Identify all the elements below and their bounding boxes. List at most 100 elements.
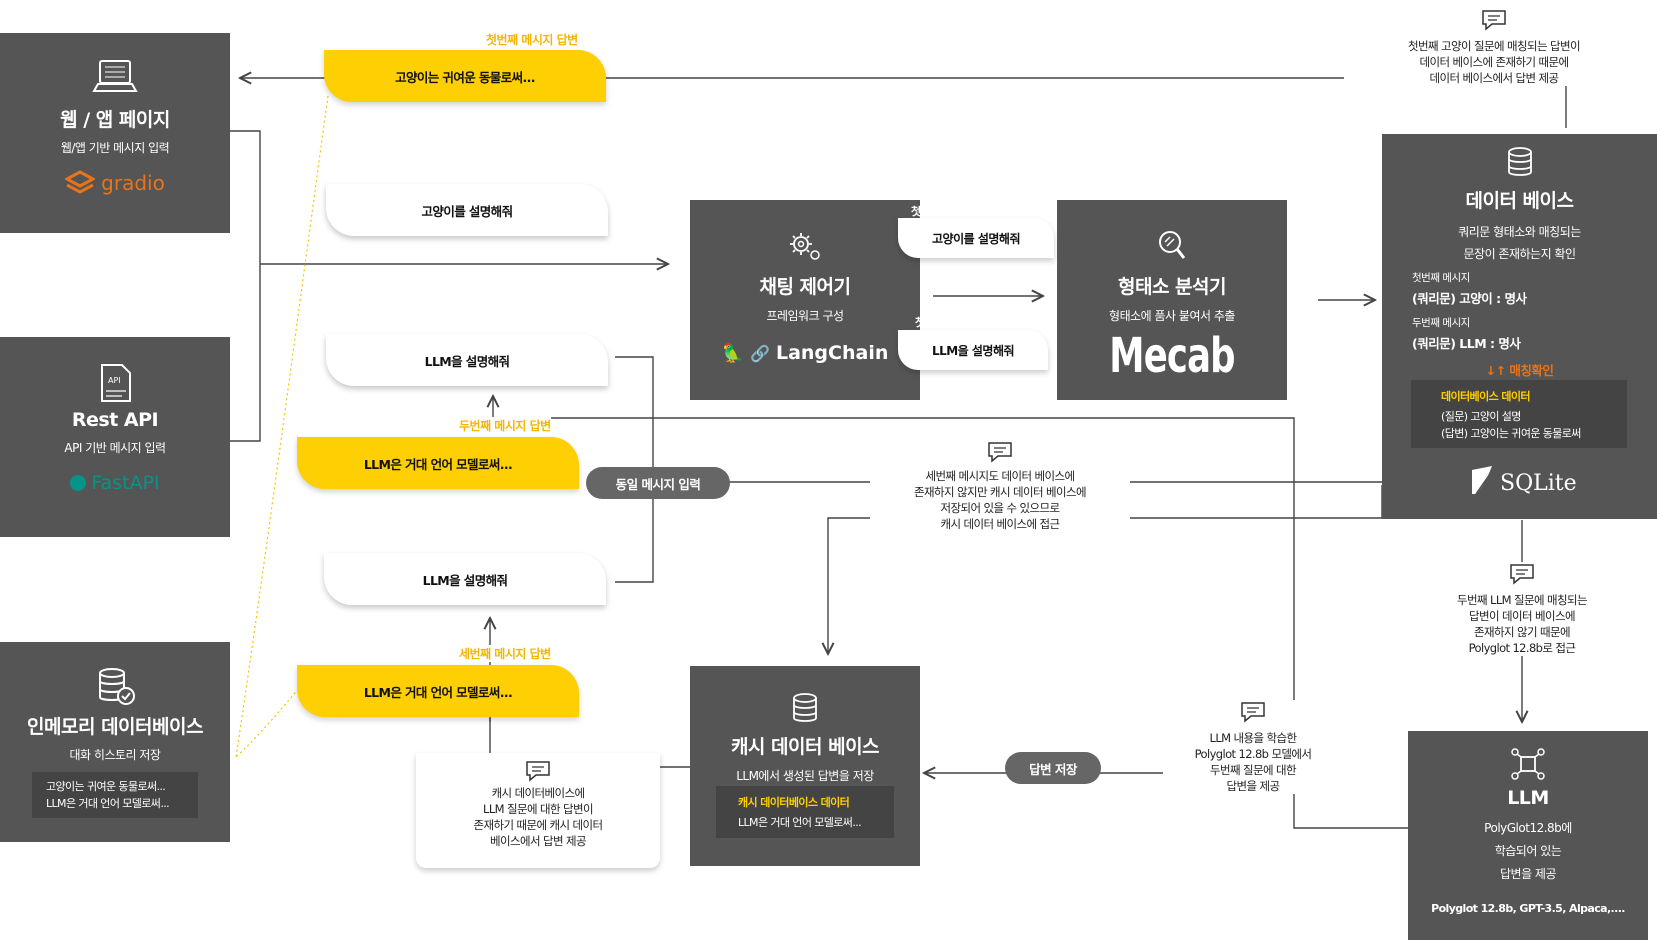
note-1-line-1: 첫번째 고양이 질문에 매칭되는 답변이 [1408, 39, 1581, 53]
db-inner-line-1: (질문) 고양이 설명 [1441, 410, 1521, 423]
note-1-line-2: 데이터 베이스에 존재하기 때문에 [1419, 55, 1569, 69]
web-app-box: 웹 / 앱 페이지 웹/앱 기반 메시지 입력 gradio [0, 33, 230, 233]
llm-sub-2: 학습되어 있는 [1494, 844, 1562, 858]
langchain-logo: 🦜 🔗 LangChain [690, 342, 920, 364]
laptop-icon [92, 60, 138, 92]
morph-title: 형태소 분석기 [1118, 276, 1227, 298]
pill-llm-question-2: LLM을 설명해줘 [324, 553, 606, 605]
llm-title: LLM [1507, 787, 1549, 809]
chat-bubble-icon [1241, 702, 1265, 723]
database-icon [793, 693, 817, 722]
chat-bubble-icon [1510, 564, 1534, 585]
chat-bubble-icon [526, 761, 550, 782]
db-msg2-label: 두번째 메시지 [1412, 317, 1470, 329]
note-2-line-3: 저장되어 있을 수 있으므로 [940, 501, 1061, 515]
gradio-label: gradio [101, 171, 165, 195]
chat-controller-box: 채팅 제어기 프레임워크 구성 🦜 🔗 LangChain [690, 200, 920, 400]
db-query-1: (쿼리문) 고양이 : 명사 [1412, 291, 1527, 306]
llm-sub-3: 답변을 제공 [1499, 867, 1557, 881]
chat-controller-title: 채팅 제어기 [759, 276, 851, 298]
cache-inner-line: LLM은 거대 언어 모델로써... [738, 816, 862, 829]
note-5-line-4: 베이스에서 답변 제공 [490, 834, 587, 848]
llm-models: Polyglot 12.8b, GPT-3.5, Alpaca,.... [1431, 902, 1625, 915]
note-llm-answer: LLM 내용을 학습한 Polyglot 12.8b 모델에서 두번째 질문에 … [1163, 700, 1343, 794]
database-box: 데이터 베이스 쿼리문 형태소와 매칭되는 문장이 존재하는지 확인 첫번째 메… [1382, 134, 1657, 519]
pill-llm-question-1: LLM을 설명해줘 [326, 334, 608, 386]
morph-analyzer-box: 형태소 분석기 형태소에 품사 붙여서 추출 Mecab [1057, 200, 1287, 400]
llm-box: LLM PolyGlot12.8b에 학습되어 있는 답변을 제공 Polygl… [1408, 731, 1648, 940]
label-second-answer: 두번째 메시지 답변 [459, 417, 551, 434]
note-cache-access: 세번째 메시지도 데이터 베이스에 존재하지 않지만 캐시 데이터 베이스에 저… [870, 440, 1130, 532]
rest-api-title: Rest API [71, 409, 159, 431]
chat-bubble-icon [988, 442, 1012, 463]
note-1-line-3: 데이터 베이스에서 답변 제공 [1429, 71, 1560, 85]
note-llm-access: 두번째 LLM 질문에 매칭되는 답변이 데이터 베이스에 존재하지 않기 때문… [1400, 562, 1644, 656]
gradio-logo: gradio [0, 170, 230, 196]
note-5-line-1: 캐시 데이터베이스에 [491, 786, 585, 800]
note-5-line-3: 존재하기 때문에 캐시 데이터 [473, 818, 604, 832]
line-input [230, 130, 261, 442]
db-inner-line-2: (답변) 고양이는 귀여운 동물로써 [1441, 427, 1581, 440]
pill-llm-answer-1: LLM은 거대 언어 모델로써... [297, 437, 579, 489]
note-2-line-2: 존재하지 않지만 캐시 데이터 베이스에 [914, 485, 1087, 499]
note-3-line-1: 두번째 LLM 질문에 매칭되는 [1457, 593, 1588, 607]
document-icon: API [101, 364, 131, 402]
inmemory-line-2: LLM은 거대 언어 모델로써... [46, 797, 170, 810]
database-title: 데이터 베이스 [1465, 190, 1575, 212]
inmemory-title: 인메모리 데이터베이스 [27, 716, 203, 738]
note-5-line-2: LLM 질문에 대한 답변이 [483, 802, 594, 816]
note-3-line-4: Polyglot 12.8b로 접근 [1468, 641, 1576, 655]
same-message-pill: 동일 메시지 입력 [586, 467, 730, 499]
database-icon [1507, 147, 1532, 176]
chat-tab-cat: 고양이를 설명해줘 [898, 218, 1054, 258]
mecab-logo: Mecab [1109, 328, 1235, 384]
cache-db-box: 캐시 데이터 베이스 LLM에서 생성된 답변을 저장 캐시 데이터베이스 데이… [690, 666, 920, 866]
db-inner-title: 데이터베이스 데이터 [1441, 390, 1531, 403]
feather-icon [1472, 466, 1495, 495]
chain-icon: 🔗 [750, 343, 770, 363]
cache-sub: LLM에서 생성된 답변을 저장 [736, 769, 874, 783]
inmemory-data: 고양이는 귀여운 동물로써... LLM은 거대 언어 모델로써... [32, 772, 198, 818]
note-3-line-3: 존재하지 않기 때문에 [1474, 625, 1571, 639]
db-match-label: ↓↑ 매칭확인 [1485, 363, 1554, 378]
cache-inner-data: 캐시 데이터베이스 데이터 LLM은 거대 언어 모델로써... [716, 786, 894, 838]
line-llm-return [493, 396, 1408, 829]
note-4-line-4: 답변을 제공 [1226, 779, 1281, 793]
morph-sub: 형태소에 품사 붙여서 추출 [1109, 309, 1235, 323]
inmemory-line-1: 고양이는 귀여운 동물로써... [46, 780, 166, 793]
pill-llm-answer-2: LLM은 거대 언어 모델로써... [297, 665, 579, 717]
dotted-line-2 [235, 684, 303, 758]
gradio-icon [65, 170, 96, 194]
database-check-icon [99, 668, 135, 705]
inmemory-sub: 대화 히스토리 저장 [69, 748, 161, 762]
cache-title: 캐시 데이터 베이스 [730, 736, 880, 758]
note-4-line-2: Polyglot 12.8b 모델에서 [1194, 747, 1312, 761]
rest-api-box: API Rest API API 기반 메시지 입력 FastAPI [0, 337, 230, 537]
note-2-line-4: 캐시 데이터 베이스에 접근 [940, 517, 1061, 531]
fastapi-label: FastAPI [91, 472, 160, 494]
web-app-sub: 웹/앱 기반 메시지 입력 [60, 141, 170, 155]
pill-cat-question: 고양이를 설명해줘 [326, 184, 608, 236]
web-app-title: 웹 / 앱 페이지 [60, 109, 170, 131]
note-first-answer: 첫번째 고양이 질문에 매칭되는 답변이 데이터 베이스에 존재하기 때문에 데… [1344, 8, 1644, 86]
db-msg1-label: 첫번째 메시지 [1412, 272, 1470, 284]
parrot-icon: 🦜 [721, 342, 745, 364]
database-sub-2: 문장이 존재하는지 확인 [1463, 247, 1576, 261]
note-2-line-1: 세번째 메시지도 데이터 베이스에 [925, 469, 1075, 483]
chat-bubble-icon [1482, 10, 1506, 31]
label-third-answer: 세번째 메시지 답변 [459, 645, 551, 662]
pill-cat-answer: 고양이는 귀여운 동물로써... [324, 50, 606, 102]
fastapi-logo: FastAPI [0, 472, 230, 494]
rest-api-sub: API 기반 메시지 입력 [64, 441, 166, 455]
llm-sub-1: PolyGlot12.8b에 [1484, 821, 1572, 835]
gear-icon [790, 233, 820, 260]
magnifier-icon [1159, 231, 1186, 259]
network-icon [1511, 748, 1545, 780]
fastapi-icon [70, 475, 87, 491]
save-answer-pill: 답변 저장 [1005, 752, 1101, 784]
cache-inner-title: 캐시 데이터베이스 데이터 [738, 796, 850, 809]
chat-controller-sub: 프레임워크 구성 [766, 309, 844, 323]
svg-text:API: API [108, 376, 121, 385]
langchain-label: LangChain [775, 342, 889, 364]
db-query-2: (쿼리문) LLM : 명사 [1412, 336, 1521, 351]
